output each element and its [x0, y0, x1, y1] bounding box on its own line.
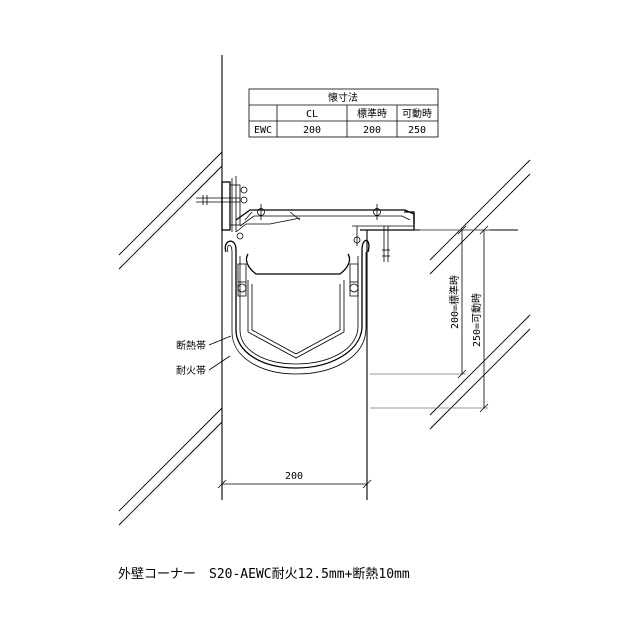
table-cell-standard: 200 — [363, 125, 381, 136]
insulation-tray — [224, 239, 370, 375]
fireproof-label: 耐火帯 — [176, 364, 206, 377]
leader-lines — [208, 335, 232, 371]
table-cell-cl: 200 — [303, 125, 321, 136]
right-wall-hatching — [429, 159, 531, 430]
table-cell-movable: 250 — [408, 125, 426, 136]
table-title: 懐寸法 — [328, 91, 358, 104]
left-wall-hatching — [118, 151, 223, 526]
table-header-standard: 標準時 — [357, 107, 387, 120]
dimension-table: 懐寸法 CL 標準時 可動時 EWC 200 200 250 — [248, 88, 439, 138]
vertical-dimensions — [370, 225, 490, 413]
table-header-cl: CL — [306, 109, 318, 120]
table-header-movable: 可動時 — [402, 107, 432, 120]
insulation-label: 断熱帯 — [176, 339, 206, 352]
horizontal-dimension — [217, 479, 372, 489]
standard-dimension-label: 200=標準時 — [448, 275, 461, 329]
wall-outlines — [221, 55, 518, 500]
table-row-label: EWC — [254, 125, 272, 136]
horizontal-dimension-label: 200 — [285, 471, 303, 482]
movable-dimension-label: 250=可動時 — [470, 293, 483, 347]
drawing-caption: 外壁コーナー S20-AEWC耐火12.5mm+断熱10mm — [118, 567, 410, 582]
cover-profile — [196, 176, 415, 262]
